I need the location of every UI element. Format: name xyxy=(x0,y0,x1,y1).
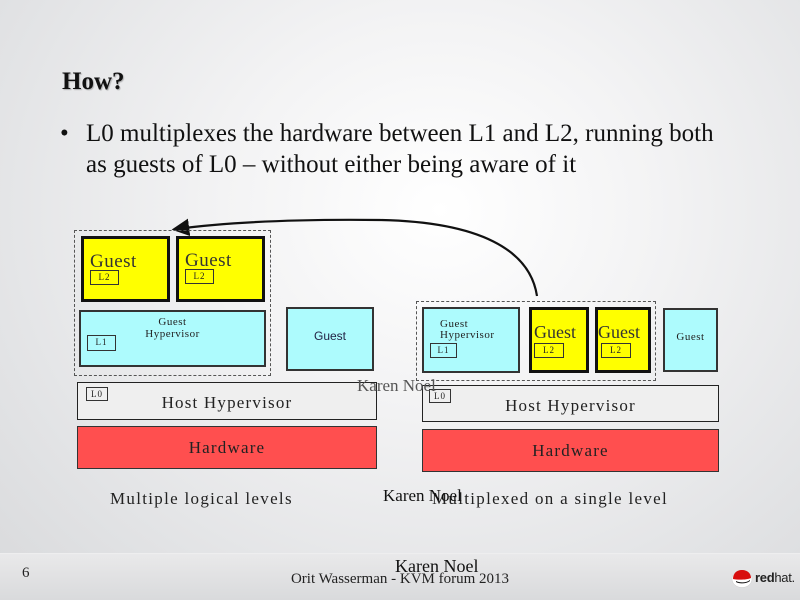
guest-hypervisor-line2: Hypervisor xyxy=(440,329,495,341)
right-side-guest: Guest xyxy=(663,308,718,372)
left-guest-l2-2: Guest L2 xyxy=(176,236,265,302)
guest-hypervisor-line2: Hypervisor xyxy=(145,328,200,340)
hardware-label: Hardware xyxy=(532,441,609,460)
left-nested-group xyxy=(74,230,271,376)
right-guest-l2-2: Guest L2 xyxy=(595,307,651,373)
left-hardware: Hardware xyxy=(77,426,377,469)
hardware-label: Hardware xyxy=(188,438,266,457)
watermark-text: Karen Noel xyxy=(383,486,462,505)
guest-label: Guest xyxy=(313,329,346,343)
right-nested-group xyxy=(416,301,656,381)
slide-number: 6 xyxy=(22,565,30,581)
host-hypervisor-label: Host Hypervisor xyxy=(161,393,293,412)
level-tag: L0 xyxy=(429,389,451,403)
guest-label: Guest xyxy=(676,331,705,343)
guest-label: Guest xyxy=(90,251,137,272)
guest-label: Guest xyxy=(185,250,232,271)
logo-bold-text: red xyxy=(755,570,775,585)
watermark-text: Karen Noel xyxy=(395,556,479,576)
level-tag: L0 xyxy=(86,387,108,401)
slide-title: How? xyxy=(62,68,125,95)
level-tag: L1 xyxy=(87,335,116,351)
level-tag: L1 xyxy=(430,343,457,358)
host-hypervisor-label: Host Hypervisor xyxy=(505,396,636,415)
right-guest-l2-1: Guest L2 xyxy=(529,307,589,373)
guest-label: Guest xyxy=(598,322,640,342)
redhat-logo: redhat. xyxy=(731,568,795,588)
redhat-wordmark: redhat. xyxy=(755,570,795,585)
guest-label: Guest xyxy=(534,322,576,342)
left-caption: Multiple logical levels xyxy=(110,489,293,508)
level-tag: L2 xyxy=(534,343,564,358)
level-tag: L2 xyxy=(90,270,119,285)
left-host-hypervisor: L0 Host Hypervisor xyxy=(77,382,377,420)
left-side-guest: Guest xyxy=(286,307,374,371)
left-guest-hypervisor: Guest Hypervisor L1 xyxy=(79,310,266,367)
redhat-shadowman-icon xyxy=(731,570,753,588)
logo-light-text: hat. xyxy=(774,570,795,585)
watermark-text: Karen Noel xyxy=(357,376,436,395)
left-guest-l2-1: Guest L2 xyxy=(81,236,170,302)
bullet-text: L0 multiplexes the hardware between L1 a… xyxy=(86,120,714,178)
right-hardware: Hardware xyxy=(422,429,719,472)
guest-hypervisor-line1: Guest xyxy=(158,316,187,328)
bullet-symbol: • xyxy=(60,120,69,147)
right-guest-hypervisor: Guest Hypervisor L1 xyxy=(422,307,520,373)
level-tag: L2 xyxy=(601,343,631,358)
right-caption: Multiplexed on a single level xyxy=(432,489,668,508)
footer-bar xyxy=(0,553,800,600)
right-host-hypervisor: L0 Host Hypervisor xyxy=(422,385,719,422)
footer-text: Orit Wasserman - KVM forum 2013 xyxy=(290,571,510,587)
level-tag: L2 xyxy=(185,269,214,284)
guest-hypervisor-line1: Guest xyxy=(440,318,469,330)
